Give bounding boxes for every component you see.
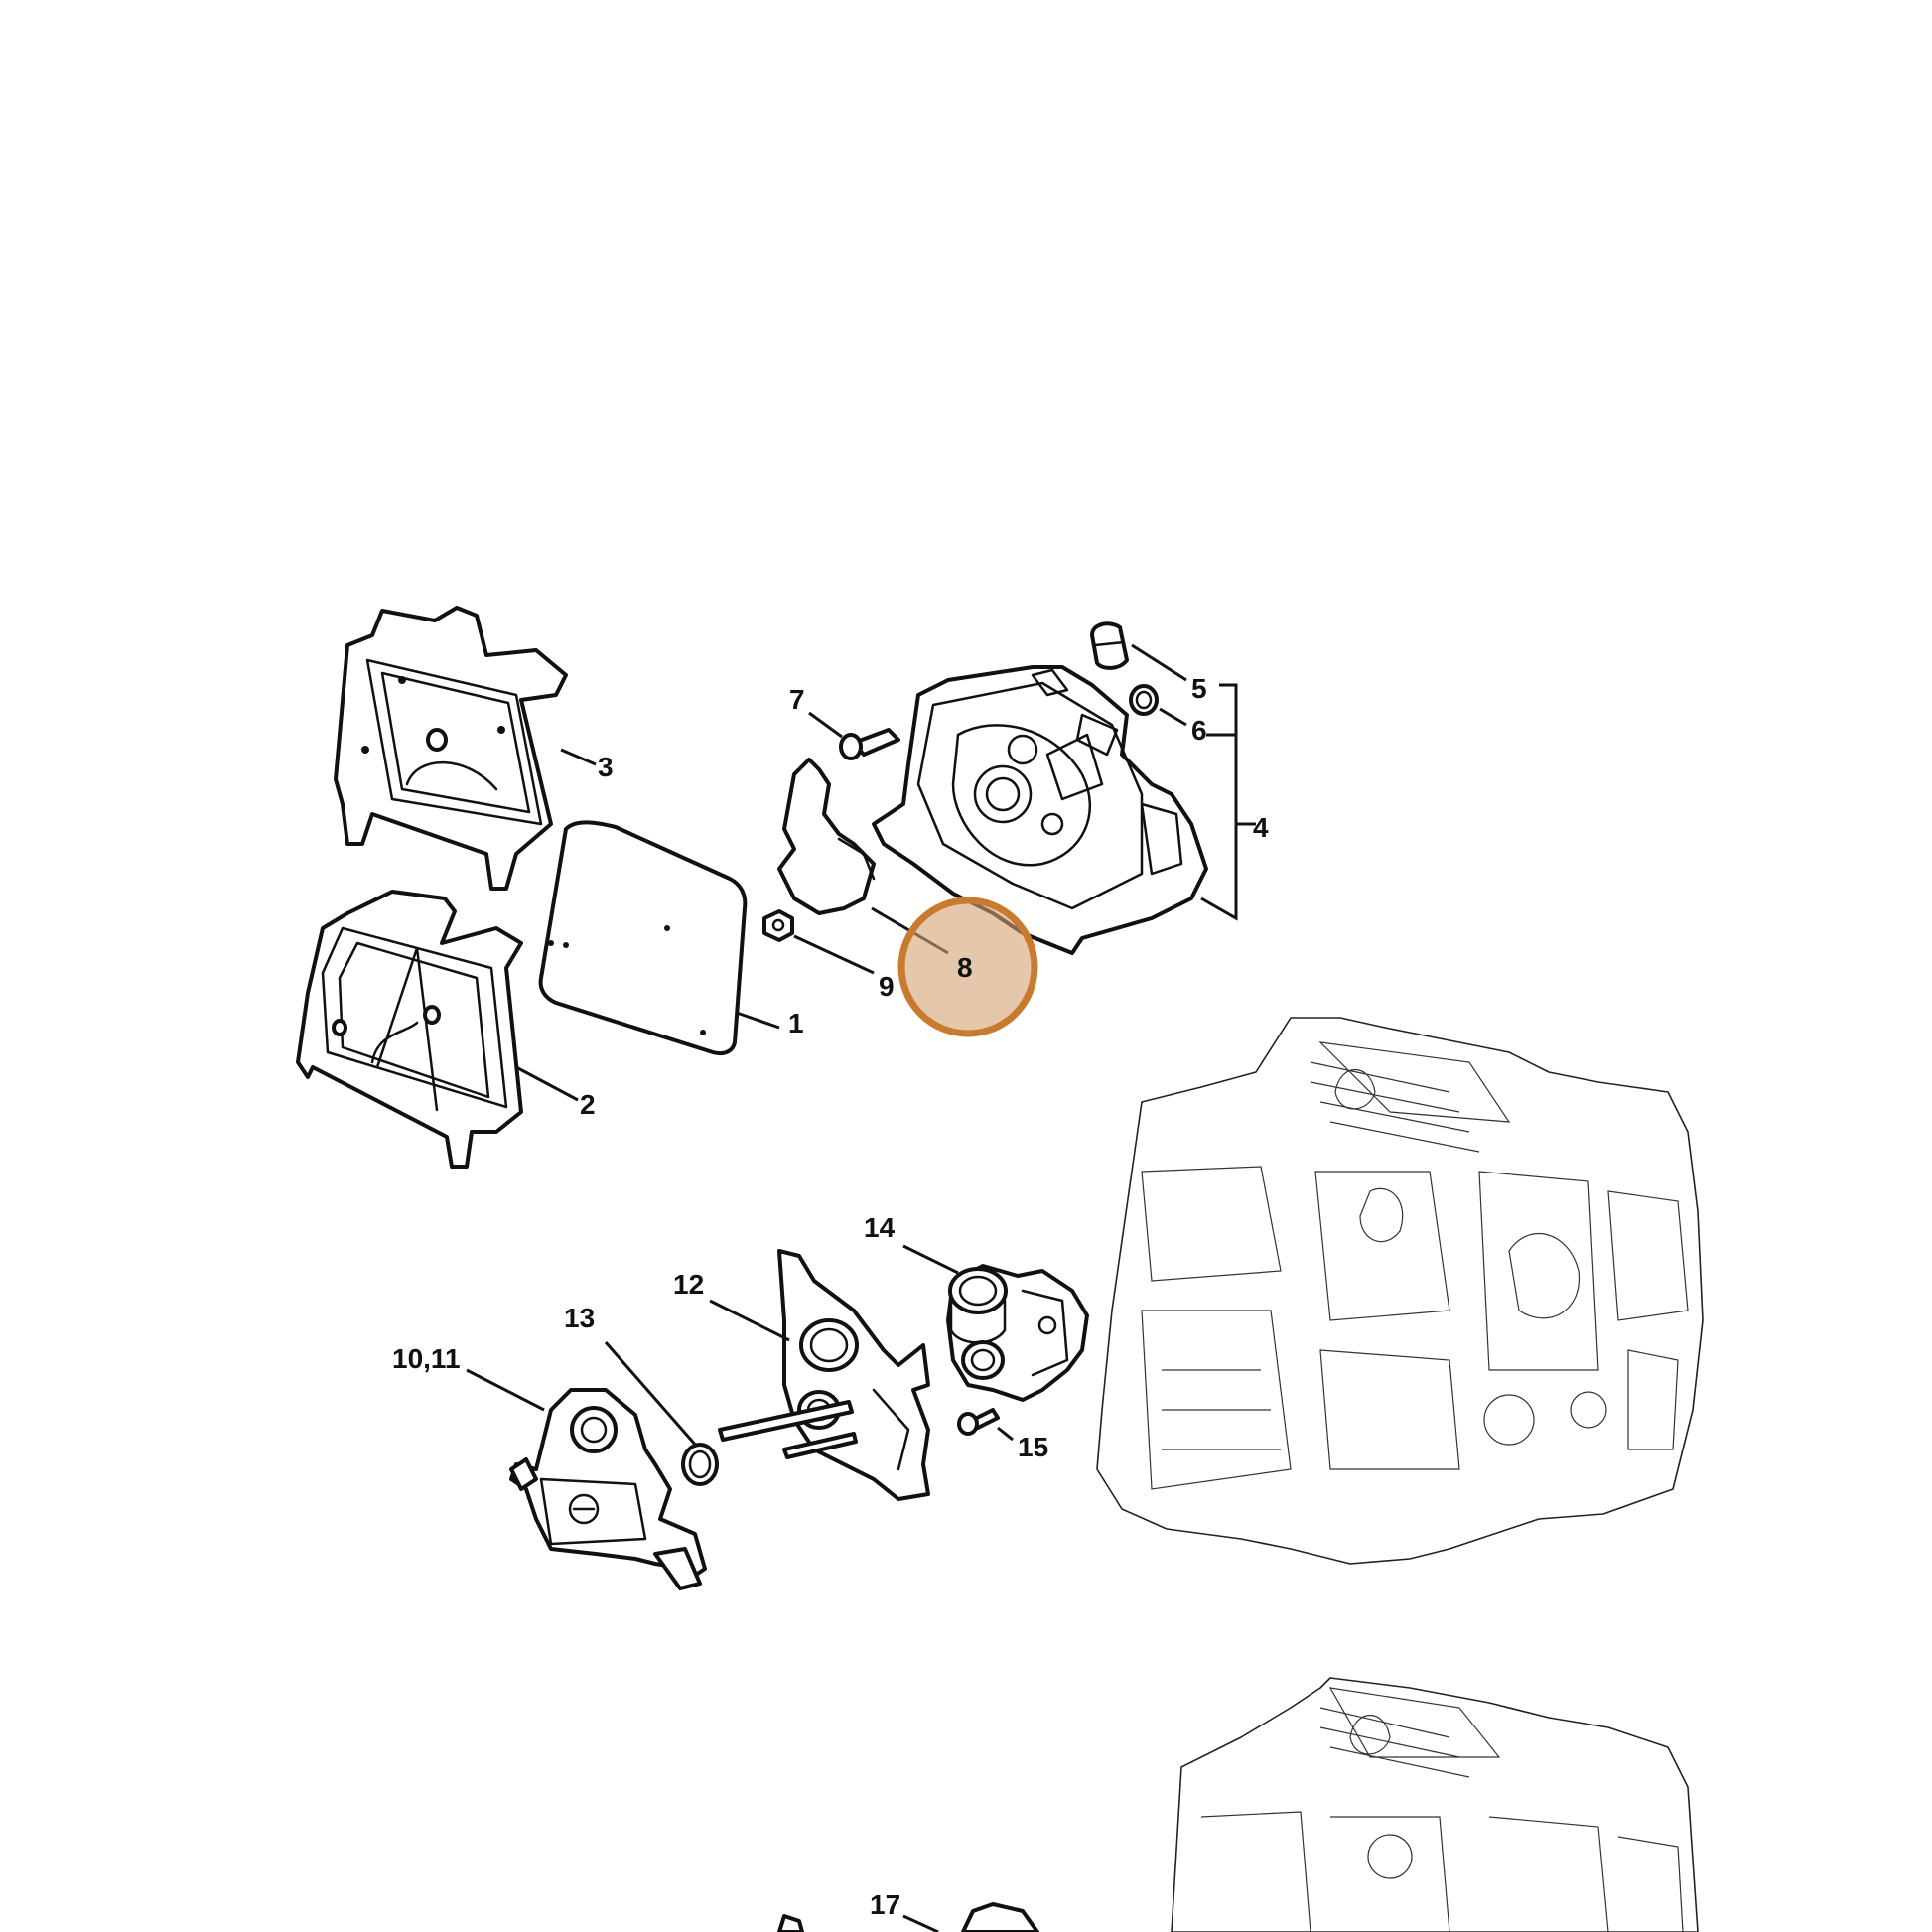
engine-block-upper bbox=[1096, 1017, 1704, 1565]
highlight-circle-8[interactable] bbox=[897, 897, 1038, 1037]
leader-7 bbox=[808, 711, 843, 739]
callout-15: 15 bbox=[1018, 1432, 1048, 1462]
leader-6 bbox=[1159, 707, 1187, 727]
callout-6: 6 bbox=[1191, 715, 1207, 746]
part-17-partial[interactable] bbox=[777, 1902, 1039, 1932]
leader-9 bbox=[793, 934, 875, 975]
part-15-screw[interactable] bbox=[957, 1408, 1000, 1436]
leader-2 bbox=[515, 1065, 579, 1102]
leader-17 bbox=[902, 1914, 939, 1932]
callout-10-11: 10,11 bbox=[392, 1343, 461, 1374]
part-7-screw[interactable] bbox=[839, 728, 900, 760]
callout-13: 13 bbox=[564, 1303, 595, 1333]
part-4-housing[interactable] bbox=[872, 665, 1208, 955]
callout-14: 14 bbox=[864, 1212, 896, 1243]
part-10-11-carburetor[interactable] bbox=[509, 1388, 707, 1590]
leader-13 bbox=[604, 1341, 699, 1448]
part-5-plug[interactable] bbox=[1090, 621, 1129, 670]
leader-5 bbox=[1131, 643, 1187, 682]
leader-14 bbox=[902, 1244, 959, 1275]
callout-8: 8 bbox=[957, 952, 973, 983]
part-14-intake-manifold[interactable] bbox=[946, 1264, 1089, 1402]
engine-block-lower bbox=[1171, 1677, 1699, 1932]
leader-3 bbox=[560, 748, 597, 766]
callout-3: 3 bbox=[598, 752, 614, 782]
part-9-nut[interactable] bbox=[762, 909, 794, 942]
part-13-gasket-ring[interactable] bbox=[681, 1443, 719, 1486]
leader-10-11 bbox=[466, 1368, 545, 1412]
callout-1: 1 bbox=[788, 1008, 804, 1038]
callout-12: 12 bbox=[673, 1269, 704, 1300]
leader-1 bbox=[736, 1011, 780, 1030]
part-3-filter-cover[interactable] bbox=[334, 606, 568, 891]
leader-12 bbox=[709, 1299, 790, 1342]
leader-15 bbox=[997, 1426, 1014, 1442]
callout-labels: 3 2 1 7 9 8 5 6 4 10,11 13 12 14 15 17 bbox=[392, 673, 1269, 1920]
callout-5: 5 bbox=[1191, 673, 1207, 704]
part-8-lever[interactable] bbox=[777, 758, 876, 915]
callout-7: 7 bbox=[789, 684, 805, 715]
callout-9: 9 bbox=[879, 971, 895, 1002]
callout-4: 4 bbox=[1253, 812, 1269, 843]
part-12-manifold-flange[interactable] bbox=[718, 1249, 930, 1501]
callout-17: 17 bbox=[870, 1889, 900, 1920]
callout-2: 2 bbox=[580, 1089, 596, 1120]
part-2-filter-frame[interactable] bbox=[296, 890, 523, 1169]
leader-4-bracket bbox=[1200, 683, 1238, 921]
part-1-filter-plate[interactable] bbox=[538, 820, 748, 1056]
part-6-o-ring[interactable] bbox=[1129, 684, 1159, 716]
